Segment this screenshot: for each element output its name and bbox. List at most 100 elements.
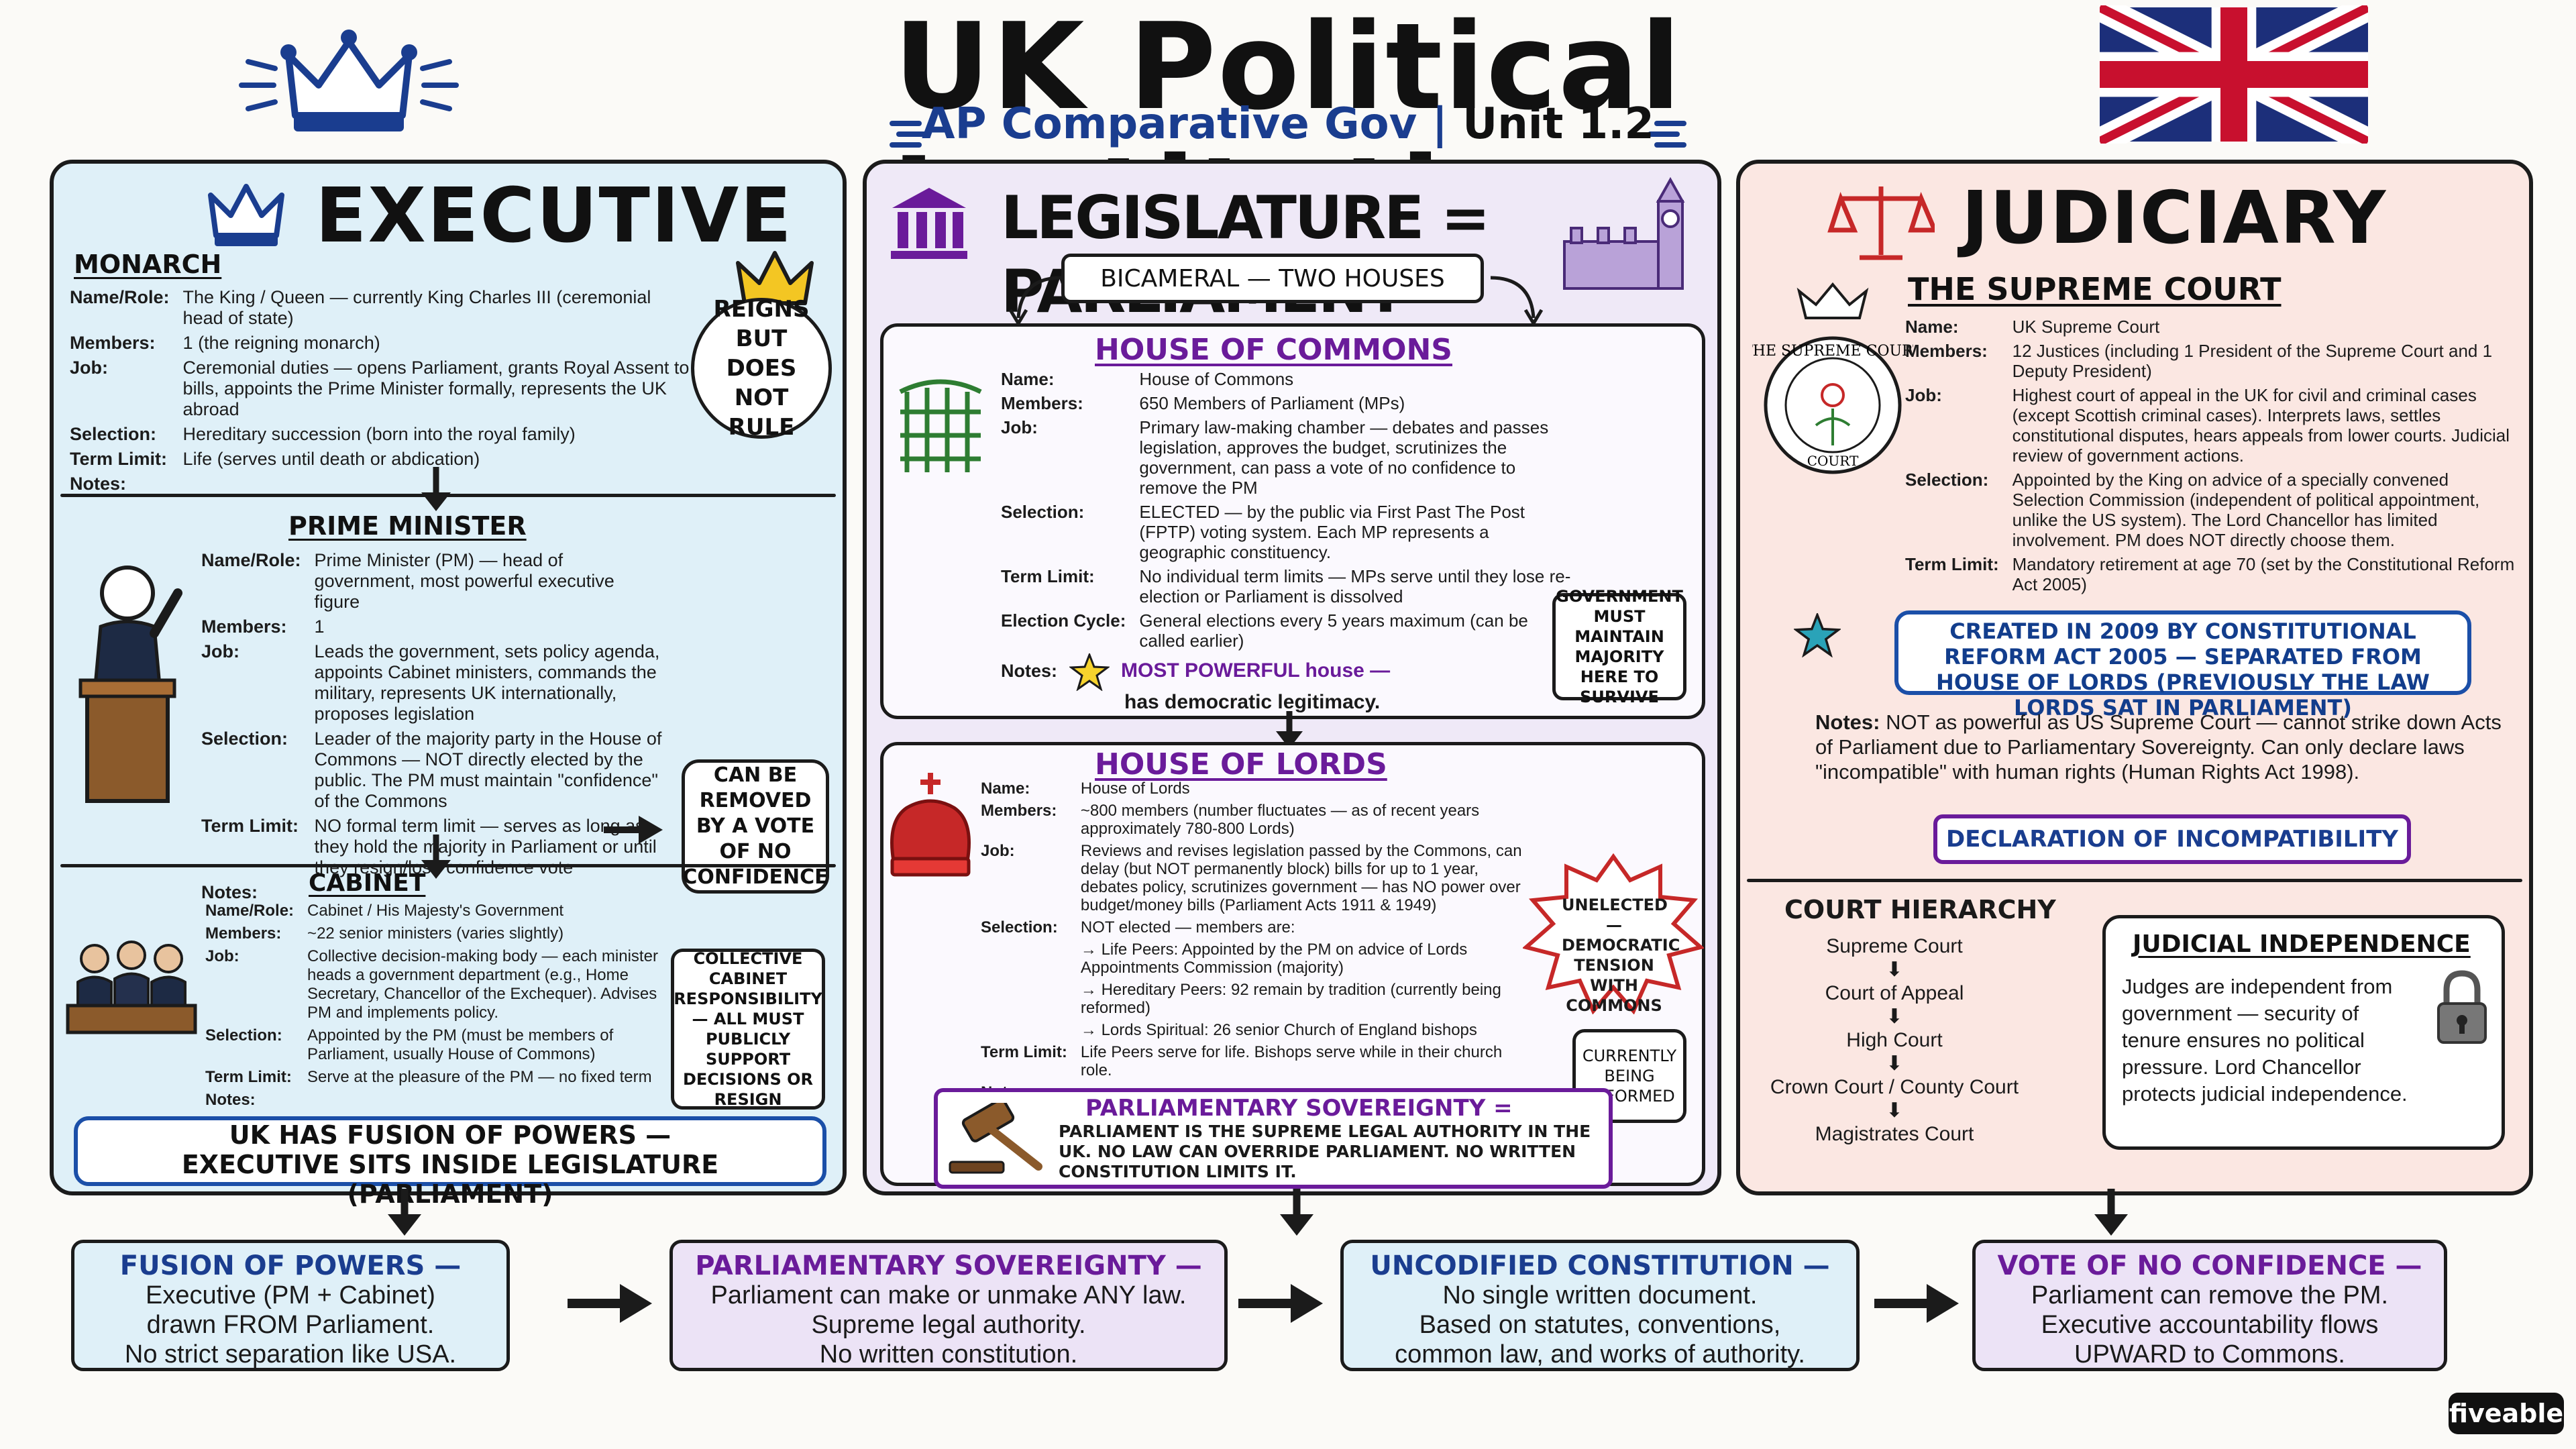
field-value: → Hereditary Peers: 92 remain by traditi…	[1080, 981, 1501, 1017]
judiciary-notes-label: Notes:	[1815, 710, 1880, 734]
field-label: Term Limit:	[981, 1043, 1067, 1061]
crown-icon	[208, 184, 284, 246]
summary-line: Parliament can make or unmake ANY law.	[710, 1281, 1187, 1309]
field-value: House of Commons	[1139, 369, 1294, 389]
summary-card: PARLIAMENTARY SOVEREIGNTY —Parliament ca…	[669, 1240, 1228, 1371]
summary-line: Executive accountability flows	[2041, 1311, 2379, 1339]
field-label: Job:	[981, 842, 1015, 860]
field-value: → Life Peers: Appointed by the PM on adv…	[1080, 941, 1468, 977]
field-value: NO formal term limit — serves as long as…	[314, 816, 657, 877]
down-arrow-icon: ⬇	[1886, 1053, 1903, 1075]
field-value: Highest court of appeal in the UK for ci…	[2012, 385, 2510, 466]
reigns-bubble: REIGNS BUT DOES NOT RULE	[691, 296, 832, 441]
summary-title: FUSION OF POWERS —	[119, 1250, 462, 1281]
monarch-title: MONARCH	[74, 250, 222, 279]
monarch-details: Name/Role:The King / Queen — currently K…	[70, 287, 694, 494]
summary-card: VOTE OF NO CONFIDENCE —Parliament can re…	[1972, 1240, 2447, 1371]
seal-text-bottom: COURT	[1807, 453, 1859, 469]
field-label: Selection:	[981, 918, 1058, 936]
bicameral-label: BICAMERAL — TWO HOUSES	[1061, 254, 1484, 303]
commons-notes-label: Notes:	[1001, 661, 1058, 682]
field-label: Notes:	[70, 474, 127, 494]
court-hierarchy-list: Supreme Court⬇Court of Appeal⬇High Court…	[1754, 935, 2035, 1146]
commons-notes-highlight: MOST POWERFUL house —	[1121, 659, 1391, 682]
summary-title: UNCODIFIED CONSTITUTION —	[1370, 1250, 1830, 1281]
summary-card: UNCODIFIED CONSTITUTION —No single writt…	[1340, 1240, 1860, 1371]
down-arrow-icon	[388, 1189, 421, 1236]
field-label	[981, 1021, 1067, 1039]
field-label: Members:	[201, 616, 287, 637]
field-value: Reviews and revises legislation passed b…	[1080, 842, 1522, 914]
field-value: Life Peers serve for life. Bishops serve…	[1080, 1043, 1503, 1079]
cabinet-illustration	[66, 941, 197, 1034]
supreme-court-title: THE SUPREME COURT	[1908, 271, 2282, 307]
field-label: Selection:	[201, 729, 288, 749]
majority-bubble: GOVERNMENT MUST MAINTAIN MAJORITY HERE T…	[1552, 587, 1686, 706]
court-level: Crown Court / County Court	[1770, 1076, 2019, 1098]
starburst-shape	[1523, 853, 1704, 1014]
prime-minister-illustration	[78, 566, 182, 803]
fusion-callout: UK HAS FUSION OF POWERS — EXECUTIVE SITS…	[74, 1116, 826, 1209]
field-value: House of Lords	[1080, 780, 1190, 798]
brand-logo: fiveable	[2449, 1393, 2564, 1434]
field-value: Prime Minister (PM) — head of government…	[314, 550, 614, 612]
subtitle: AP Comparative Gov | Unit 1.2	[872, 99, 1704, 149]
field-label: Term Limit:	[1001, 566, 1095, 586]
court-hierarchy-title: COURT HIERARCHY	[1784, 895, 2056, 924]
commons-title: HOUSE OF COMMONS	[1095, 333, 1452, 367]
right-arrow-icon	[568, 1284, 652, 1323]
star-icon	[1794, 613, 1841, 657]
field-label: Job:	[205, 947, 239, 965]
field-label: Selection:	[1905, 470, 1989, 490]
field-label: Members:	[205, 924, 282, 943]
field-value: Appointed by the King on advice of a spe…	[2012, 470, 2480, 550]
field-label: Name:	[1001, 369, 1055, 389]
subtitle-separator: |	[1432, 99, 1448, 149]
independence-title: JUDICIAL INDEPENDENCE	[2133, 930, 2471, 958]
summary-line: Executive (PM + Cabinet)	[146, 1281, 435, 1309]
unelected-starburst: UNELECTED — DEMOCRATIC TENSION WITH COMM…	[1562, 896, 1680, 1015]
gavel-icon	[949, 1103, 1042, 1174]
commons-notes: Notes: MOST POWERFUL house — has democra…	[1001, 651, 1403, 713]
summary-line: common law, and works of authority.	[1395, 1340, 1805, 1368]
field-label: Job:	[1905, 385, 1942, 405]
executive-panel: EXECUTIVE MONARCH Name/Role:The King / Q…	[50, 160, 847, 1209]
crown-icon	[239, 30, 459, 131]
field-value: NOT elected — members are:	[1080, 918, 1295, 936]
exec-divider	[60, 864, 836, 867]
star-icon	[1068, 651, 1110, 692]
created-callout: CREATED IN 2009 BY CONSTITUTIONAL REFORM…	[1894, 610, 2471, 720]
right-arrow-icon	[1238, 1284, 1323, 1323]
field-value: 1 (the reigning monarch)	[182, 333, 380, 353]
right-arrow-icon	[1874, 1284, 1959, 1323]
field-value: The King / Queen — currently King Charle…	[182, 287, 651, 328]
seal-icon: THE SUPREME COURT COURT	[1752, 282, 1913, 474]
field-value: ~800 members (number fluctuates — as of …	[1080, 802, 1480, 838]
pm-title: PRIME MINISTER	[288, 511, 527, 541]
padlock-icon	[2437, 970, 2487, 1044]
uk-flag-icon	[2100, 5, 2368, 144]
field-value: Life (serves until death or abdication)	[182, 449, 480, 469]
field-label: Members:	[1905, 341, 1988, 361]
exec-divider	[60, 494, 836, 497]
judiciary-notes-text: NOT as powerful as US Supreme Court — ca…	[1815, 710, 2502, 784]
field-value	[307, 1091, 661, 1110]
field-label: Job:	[1001, 417, 1038, 437]
court-level: Court of Appeal	[1825, 982, 1964, 1004]
field-label: Selection:	[1001, 502, 1085, 522]
field-value: Collective decision-making body — each m…	[307, 947, 658, 1022]
portcullis-icon	[899, 379, 982, 472]
course-name: AP Comparative Gov	[922, 99, 1417, 149]
cabinet-details: Name/Role:Cabinet / His Majesty's Govern…	[205, 902, 661, 1110]
sovereignty-text: PARLIAMENT IS THE SUPREME LEGAL AUTHORIT…	[1059, 1122, 1591, 1181]
field-label: Term Limit:	[1905, 554, 1999, 574]
court-level: High Court	[1846, 1029, 1943, 1051]
field-label: Name:	[981, 780, 1030, 798]
sovereignty-callout: PARLIAMENTARY SOVEREIGNTY = PARLIAMENT I…	[934, 1088, 1613, 1189]
down-arrow-icon	[2094, 1189, 2128, 1236]
court-level: Magistrates Court	[1815, 1123, 1974, 1145]
field-value: Ceremonial duties — opens Parliament, gr…	[182, 358, 690, 419]
commons-notes-rest: has democratic legitimacy.	[1124, 691, 1381, 713]
